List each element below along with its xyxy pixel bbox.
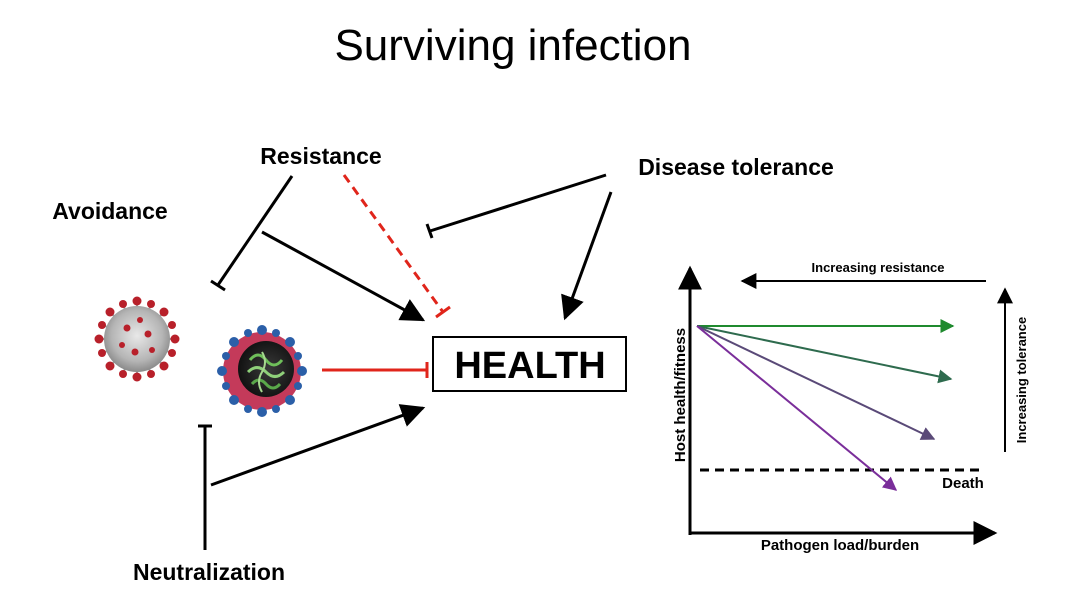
tolerance-resistance-graph: Pathogen load/burden Host health/fitness… — [672, 260, 1029, 554]
resistance-inhibits-virus-connector — [210, 175, 294, 292]
graph-line-moderate-tolerance — [696, 325, 953, 384]
graph-line-no-tolerance — [696, 325, 898, 491]
death-label: Death — [942, 475, 984, 492]
neutralization-label: Neutralization — [133, 559, 285, 585]
health-box — [432, 336, 627, 392]
increasing-tolerance-label: Increasing tolerance — [1014, 317, 1029, 443]
page-title: Surviving infection — [334, 21, 691, 70]
resistance-label: Resistance — [260, 143, 381, 169]
avoidance-label: Avoidance — [52, 198, 167, 224]
neutralization-inhibits-virus-connector — [198, 424, 212, 550]
graph-y-axis-label: Host health/fitness — [672, 328, 689, 462]
resistance-cost-inhibition-connector — [342, 174, 451, 319]
health-label: HEALTH — [454, 345, 605, 387]
increasing-resistance-label: Increasing resistance — [812, 260, 945, 275]
graph-x-axis-label: Pathogen load/burden — [761, 537, 919, 554]
virus-inhibits-health-connector — [322, 362, 429, 378]
tolerance-to-health-arrow — [561, 191, 613, 321]
influenza-virus-icon — [217, 325, 307, 417]
coronavirus-icon — [94, 296, 180, 382]
disease-tolerance-label: Disease tolerance — [638, 154, 834, 180]
resistance-to-health-arrow — [261, 230, 426, 322]
neutralization-to-health-arrow — [210, 404, 426, 487]
tolerance-inhibits-cost-connector — [425, 173, 607, 239]
graph-line-low-tolerance — [696, 325, 936, 440]
